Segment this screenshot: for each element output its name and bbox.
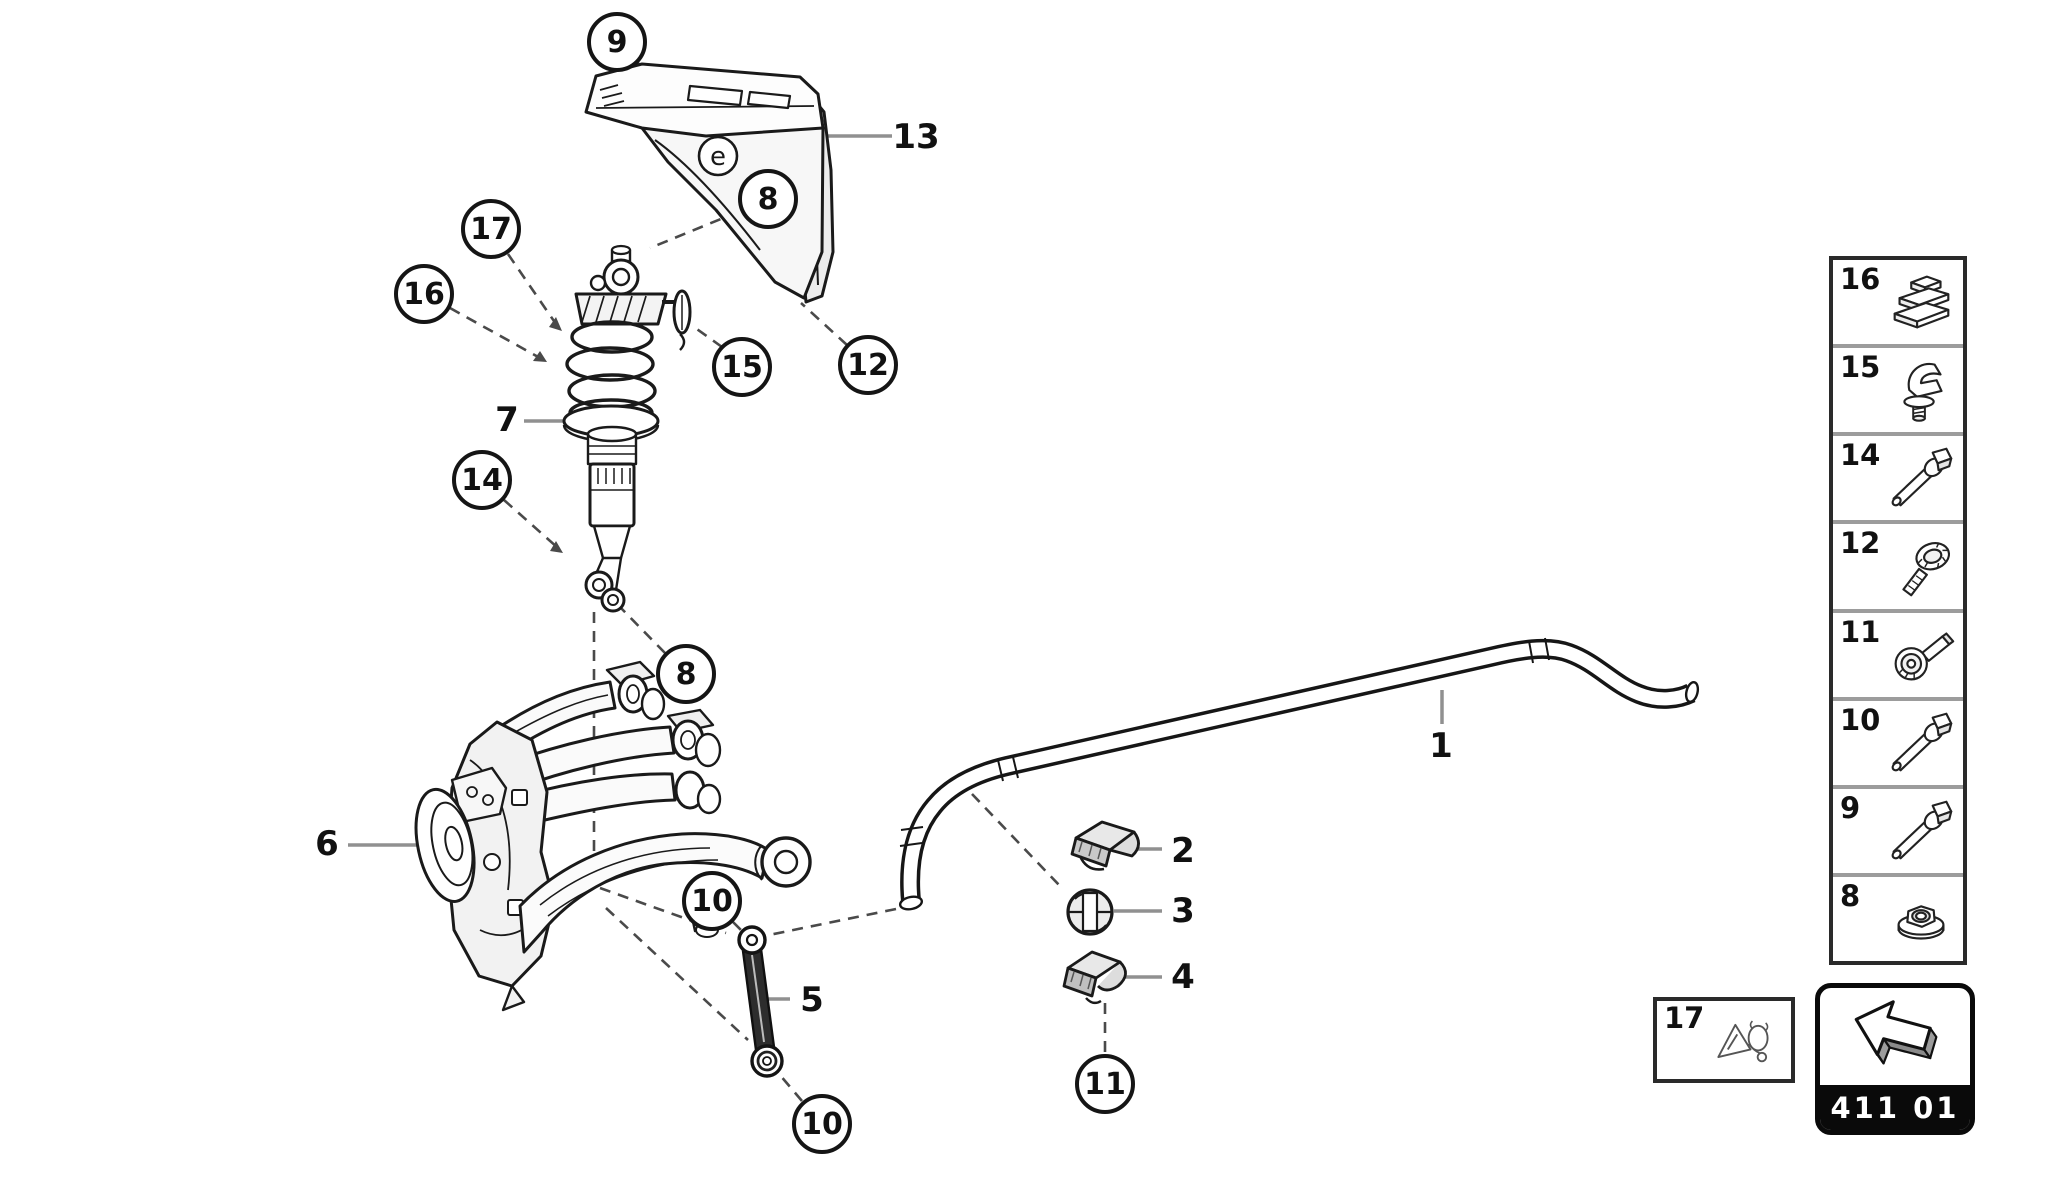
callout-circle-8-top[interactable]: 8 <box>738 169 798 229</box>
callout-number: 3 <box>1171 891 1195 931</box>
retainer-clip-icon <box>1903 363 1943 422</box>
callout-circle-8-mid[interactable]: 8 <box>656 644 716 704</box>
sidebar-item-16[interactable]: 16 <box>1833 260 1963 344</box>
sidebar-item-9[interactable]: 9 <box>1833 784 1963 873</box>
nav-arrow-area <box>1820 988 1970 1085</box>
callout-circle-11[interactable]: 11 <box>1075 1054 1135 1114</box>
callout-number: 13 <box>892 117 940 157</box>
callout-number: 6 <box>315 824 339 864</box>
callout-circle-12[interactable]: 12 <box>838 335 898 395</box>
section-code: 411 01 <box>1830 1090 1960 1125</box>
long-bolt-icon <box>1891 800 1953 860</box>
callout-number: 1 <box>1429 726 1453 766</box>
callout-label-3[interactable]: 3 <box>1171 894 1195 928</box>
callout-number: 8 <box>675 656 697 692</box>
callout-number: 5 <box>800 980 824 1020</box>
shim-plates-icon <box>1893 275 1950 329</box>
callout-label-5[interactable]: 5 <box>800 983 824 1017</box>
callout-circle-16[interactable]: 16 <box>394 264 454 324</box>
stabilizer-link-part <box>737 925 784 1078</box>
callout-number: 17 <box>470 211 512 247</box>
callout-label-6[interactable]: 6 <box>315 827 339 861</box>
long-bolt-icon <box>1891 447 1953 507</box>
callout-number: 2 <box>1171 831 1195 871</box>
callout-circle-17[interactable]: 17 <box>461 199 521 259</box>
extra-item-number: 17 <box>1664 1001 1705 1035</box>
bracket-assembly-icon <box>1717 1020 1769 1063</box>
type-approval-e-mark: e <box>710 142 726 172</box>
callout-circle-14[interactable]: 14 <box>452 450 512 510</box>
washer-bolt-icon <box>1894 632 1955 681</box>
dashed-line-arrowheads <box>533 317 563 553</box>
callout-number: 7 <box>495 400 519 440</box>
subframe-knuckle-assembly-part <box>414 660 812 1012</box>
callout-number: 14 <box>461 462 503 498</box>
callout-label-2[interactable]: 2 <box>1171 834 1195 868</box>
callout-leader-lines <box>348 134 1444 1001</box>
callout-label-7[interactable]: 7 <box>495 403 519 437</box>
callout-number: 9 <box>606 24 628 60</box>
callout-number: 12 <box>847 347 889 383</box>
callout-number: 4 <box>1171 957 1195 997</box>
sidebar-item-10[interactable]: 10 <box>1833 696 1963 785</box>
sidebar-item-number: 9 <box>1840 790 1861 825</box>
sidebar-item-8[interactable]: 8 <box>1833 872 1963 961</box>
section-code-band: 411 01 <box>1820 1085 1970 1130</box>
sidebar-item-11[interactable]: 11 <box>1833 608 1963 697</box>
sidebar-item-14[interactable]: 14 <box>1833 432 1963 520</box>
stabilizer-clamp-upper-part <box>1070 820 1140 871</box>
stabilizer-bushing-part <box>1066 888 1114 936</box>
sidebar-item-12[interactable]: 12 <box>1833 520 1963 608</box>
flange-nut-icon <box>1897 905 1945 940</box>
callout-number: 10 <box>691 883 733 919</box>
shock-absorber-part <box>562 244 692 613</box>
sidebar-item-number: 8 <box>1840 878 1861 913</box>
callout-number: 10 <box>801 1106 843 1142</box>
callout-circle-10-upper[interactable]: 10 <box>682 871 742 931</box>
sidebar-item-number: 12 <box>1840 526 1881 561</box>
stabilizer-clamp-lower-part <box>1062 950 1127 1005</box>
callout-label-1[interactable]: 1 <box>1429 729 1453 763</box>
callout-label-4[interactable]: 4 <box>1171 960 1195 994</box>
sidebar-item-number: 16 <box>1840 262 1881 296</box>
sidebar-item-number: 10 <box>1840 702 1881 737</box>
long-bolt-icon <box>1891 712 1953 772</box>
callout-number: 15 <box>721 349 763 385</box>
serrated-washer-screw-icon <box>1902 542 1951 597</box>
sidebar-item-number: 14 <box>1840 438 1881 473</box>
callout-circle-15[interactable]: 15 <box>712 337 772 397</box>
callout-circle-10-lower[interactable]: 10 <box>792 1094 852 1154</box>
sidebar-item-number: 11 <box>1840 614 1881 649</box>
section-nav-box[interactable]: 411 01 <box>1815 983 1975 1135</box>
callout-number: 8 <box>757 181 779 217</box>
callout-label-13[interactable]: 13 <box>892 120 939 154</box>
fastener-sidebar: 16 15 14 <box>1829 256 1967 965</box>
sidebar-item-15[interactable]: 15 <box>1833 344 1963 432</box>
extra-item-box-17[interactable]: 17 <box>1653 997 1795 1083</box>
callout-circle-9[interactable]: 9 <box>587 12 647 72</box>
stabilizer-bar-part <box>898 637 1700 911</box>
back-arrow-icon <box>1854 999 1938 1064</box>
sidebar-item-number: 15 <box>1840 350 1881 385</box>
callout-number: 11 <box>1084 1066 1126 1102</box>
callout-number: 16 <box>403 276 445 312</box>
